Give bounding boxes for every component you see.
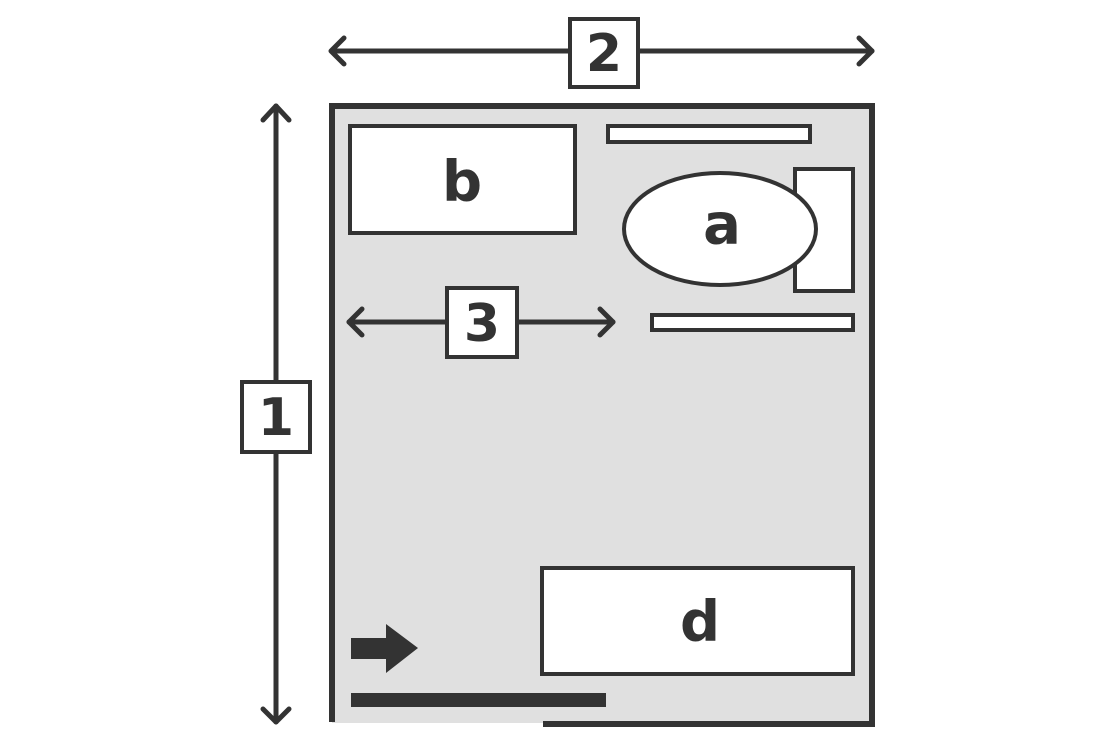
toilet-bowl [622, 171, 818, 287]
bathtub-box [540, 566, 855, 676]
height-arrowhead-top [260, 103, 292, 123]
height-arrowhead-bottom [260, 706, 292, 725]
toilet-label: a [703, 193, 741, 258]
arrow-right-icon [351, 624, 418, 673]
width-arrowhead-right [856, 35, 875, 67]
clearance-label-box [445, 286, 519, 359]
clearance-label: 3 [464, 294, 500, 354]
vanity-label: b [442, 150, 482, 215]
height-label-box [240, 380, 312, 454]
door-bar [351, 693, 606, 707]
shelf-top [606, 124, 812, 144]
clearance-arrowhead-right [597, 306, 616, 338]
room-wall [329, 103, 875, 727]
shelf-middle [650, 313, 855, 332]
clearance-arrowhead-left [346, 306, 365, 338]
width-arrowhead-left [328, 35, 347, 67]
height-label: 1 [258, 388, 294, 448]
toilet [622, 167, 855, 293]
width-label-box [568, 17, 640, 89]
width-label: 2 [586, 24, 622, 84]
vanity-box [348, 124, 577, 235]
bathtub-label: d [680, 590, 720, 655]
